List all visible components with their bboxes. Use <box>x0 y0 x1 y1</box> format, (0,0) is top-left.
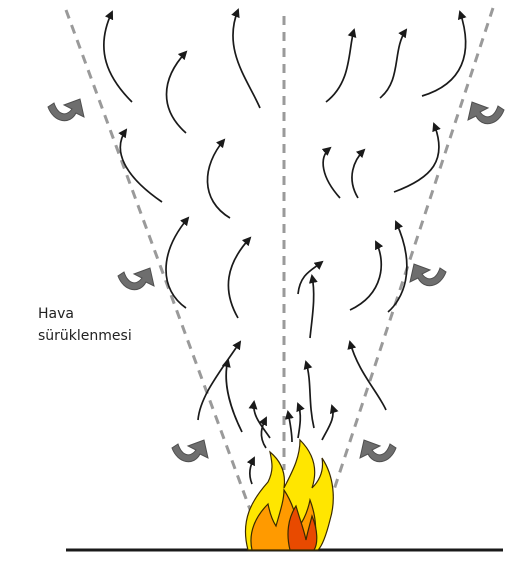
upward-draft-arrow-icon <box>350 242 381 310</box>
air-entrainment-arrow-icon <box>410 264 446 286</box>
upward-draft-arrow-icon <box>233 10 260 108</box>
upward-draft-arrow-icon <box>394 124 439 192</box>
upward-draft-arrow-icon <box>298 262 322 294</box>
upward-draft-arrow-icon <box>166 218 188 308</box>
air-entrainment-arrow-icon <box>48 99 84 121</box>
upward-draft-arrow-icon <box>310 276 314 338</box>
flame-icon <box>245 440 333 550</box>
upward-draft-arrow-icon <box>350 342 386 410</box>
upward-draft-arrow-icon <box>226 360 242 432</box>
upward-draft-arrow-icon <box>380 30 406 98</box>
upward-draft-arrow-icon <box>288 412 292 442</box>
upward-draft-arrow-icon <box>322 406 333 440</box>
upward-draft-arrow-icon <box>250 458 254 484</box>
upward-draft-arrow-icon <box>167 52 187 133</box>
upward-draft-arrow-icon <box>323 148 340 198</box>
upward-draft-arrow-icon <box>326 30 354 102</box>
air-entrainment-arrow-icon <box>360 440 396 462</box>
upward-draft-arrow-icon <box>198 342 240 420</box>
air-entrainment-label-line2: sürüklenmesi <box>38 326 132 346</box>
air-entrainment-arrow-icon <box>172 440 208 462</box>
upward-draft-arrow-icon <box>306 362 314 428</box>
upward-draft-arrow-icon <box>120 130 162 202</box>
right-boundary-line <box>326 8 493 514</box>
upward-draft-arrow-icon <box>104 12 132 102</box>
air-entrainment-arrow-icon <box>118 268 154 290</box>
entrainment-arrows <box>48 99 504 462</box>
left-boundary-line <box>66 10 262 542</box>
air-entrainment-label-line1: Hava <box>38 304 74 324</box>
air-entrainment-arrow-icon <box>468 102 504 124</box>
upward-draft-arrow-icon <box>352 150 364 198</box>
upward-draft-arrow-icon <box>298 404 300 438</box>
upward-draft-arrow-icon <box>228 238 250 318</box>
upward-draft-arrow-icon <box>261 418 266 448</box>
upward-draft-arrow-icon <box>207 140 230 218</box>
upward-draft-arrow-icon <box>422 12 466 96</box>
